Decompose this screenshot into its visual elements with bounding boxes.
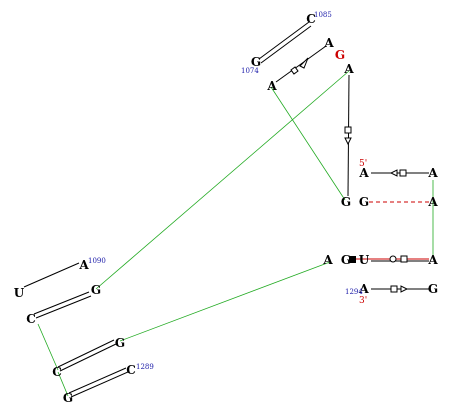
nucleotide-g: G <box>251 55 261 69</box>
nucleotide-a: A <box>427 195 438 209</box>
nucleotide-g: G <box>341 195 351 209</box>
nucleotide-a: A <box>322 253 333 267</box>
square-symbol-icon <box>399 169 407 177</box>
nucleotide-u: U <box>359 253 370 267</box>
nucleotide-c: C <box>306 12 316 26</box>
circle-symbol-icon <box>389 255 397 263</box>
nucleotide-g: G <box>63 391 73 405</box>
nucleotide-a: A <box>358 166 369 180</box>
triangle-symbol-icon <box>299 57 309 69</box>
triangle-symbol-icon <box>389 169 398 177</box>
nucleotide-g-highlight: G <box>335 48 345 62</box>
nucleotide-a: A <box>78 258 89 272</box>
nucleotides: C A G A G A A A G G A A G U A A G A G U … <box>14 12 439 405</box>
square-symbol-icon <box>390 285 398 293</box>
highlight-pair-lines <box>352 201 429 260</box>
residue-number-1074: 1074 <box>241 67 259 75</box>
residue-number-1085: 1085 <box>314 11 332 19</box>
nucleotide-g: G <box>115 336 125 350</box>
filled-marker <box>349 256 356 263</box>
nucleotide-a: A <box>266 79 277 93</box>
nucleotide-c: C <box>126 363 136 377</box>
square-symbol-icon <box>400 255 408 263</box>
nucleotide-a: A <box>323 36 334 50</box>
nucleotide-g: G <box>341 253 351 267</box>
triangle-symbol-icon <box>400 285 409 293</box>
nucleotide-g: G <box>91 283 101 297</box>
square-symbol-icon <box>290 66 299 75</box>
nucleotide-a: A <box>427 253 438 267</box>
residue-numbers: 1085 1074 1090 1294 1289 <box>88 11 363 371</box>
nucleotide-a: A <box>343 62 354 76</box>
base-pair-lines <box>23 21 429 398</box>
triangle-symbol-icon <box>344 137 352 146</box>
nucleotide-c: C <box>26 312 36 326</box>
strand-ends: 5' 3' <box>359 159 367 306</box>
nucleotide-g: G <box>428 282 438 296</box>
backbone-lines <box>37 70 434 397</box>
nucleotide-g: G <box>359 195 369 209</box>
nucleotide-u: U <box>14 286 25 300</box>
residue-number-1289: 1289 <box>136 363 154 371</box>
nucleotide-c: C <box>52 365 62 379</box>
nucleotide-a: A <box>427 166 438 180</box>
five-prime-label: 5' <box>359 159 367 169</box>
square-symbol-icon <box>344 126 352 134</box>
pair-symbols <box>290 57 409 293</box>
residue-number-1090: 1090 <box>88 257 106 265</box>
nucleotide-a: A <box>358 282 369 296</box>
residue-number-1294: 1294 <box>345 288 363 296</box>
three-prime-label: 3' <box>359 296 367 306</box>
